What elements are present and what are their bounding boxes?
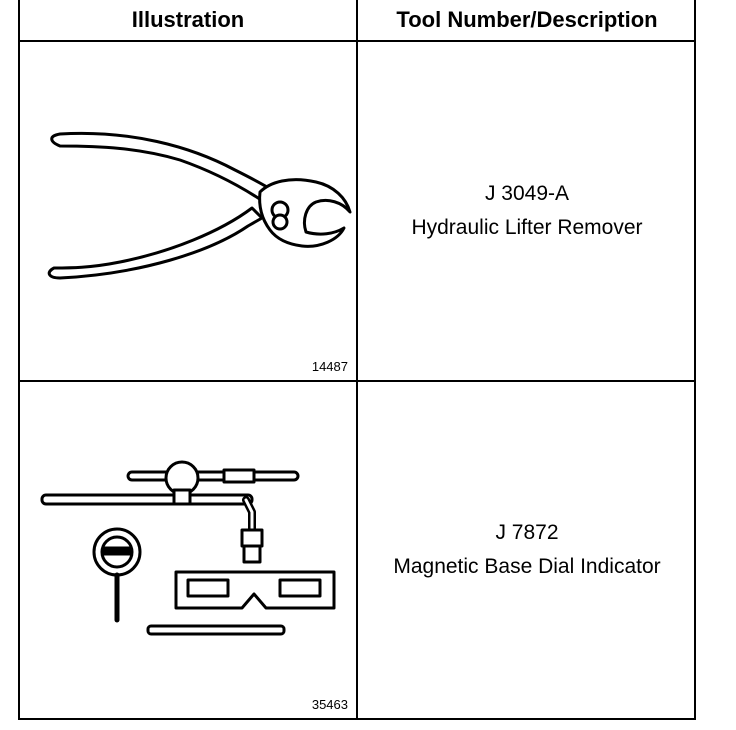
header-divider bbox=[20, 40, 694, 42]
table-row-illustration: 35463 bbox=[20, 382, 356, 718]
header-illustration: Illustration bbox=[131, 7, 245, 32]
tool-number: J 3049-A bbox=[484, 182, 570, 205]
tool-description: Hydraulic Lifter Remover bbox=[411, 216, 643, 239]
column-divider bbox=[356, 0, 358, 718]
table-row-description: J 7872 Magnetic Base Dial Indicator bbox=[358, 382, 696, 718]
pliers-icon bbox=[47, 131, 352, 280]
table-row-illustration: 14487 bbox=[20, 42, 356, 380]
figure-number: 35463 bbox=[311, 697, 348, 712]
row-divider bbox=[20, 380, 694, 382]
header-tool-description: Tool Number/Description bbox=[396, 7, 658, 32]
dial-indicator-icon bbox=[40, 460, 336, 636]
tool-number: J 7872 bbox=[495, 521, 559, 544]
tool-table: Illustration Tool Number/Description 144… bbox=[18, 0, 696, 720]
table-row-description: J 3049-A Hydraulic Lifter Remover bbox=[358, 42, 696, 380]
figure-number: 14487 bbox=[311, 359, 348, 374]
tool-description: Magnetic Base Dial Indicator bbox=[393, 555, 661, 578]
